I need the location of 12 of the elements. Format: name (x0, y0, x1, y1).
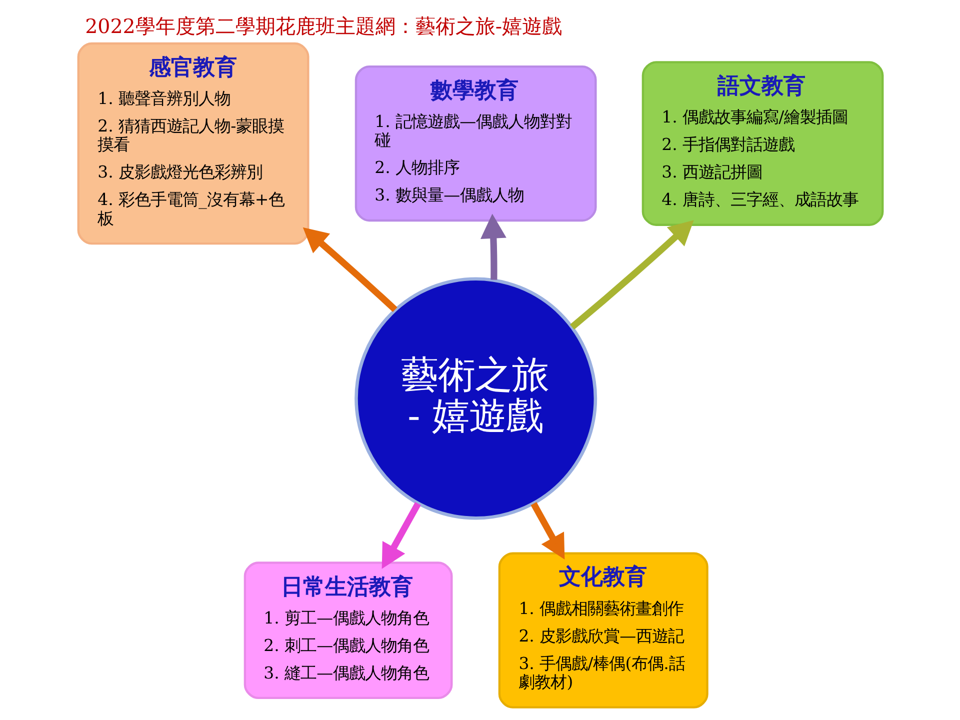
node-circle: 藝術之旅 - 嬉遊戲 (354, 277, 597, 520)
arrow (530, 502, 564, 560)
node-box: 文化教育 1. 偶戲相關藝術畫創作 2. 皮影戲欣賞—西遊記 3. 手偶戲/棒偶(布偶.話劇教材) (498, 552, 708, 708)
arrow (569, 220, 694, 330)
arrow (302, 227, 397, 312)
node-box: 數學教育 1. 記憶遊戲—偶戲人物對對碰 2. 人物排序 3. 數與量—偶戲人物 (354, 65, 596, 222)
arrow (480, 214, 506, 280)
node-box: 語文教育 1. 偶戲故事編寫/繪製插圖 2. 手指偶對話遊戲 3. 西遊記拼圖 4. 唐詩、三字經、成語故事 (641, 61, 884, 226)
diagram-title: 2022學年度第二學期花鹿班主題網：藝術之旅-嬉遊戲 (84, 14, 562, 38)
node-box: 感官教育 1. 聽聲音辨別人物 2. 猜猜西遊記人物-蒙眼摸摸看 3. 皮影戲燈光色彩辨別 4. 彩色手電筒_沒有幕+色板 (76, 42, 309, 245)
arrow (381, 502, 420, 569)
node-box: 日常生活教育 1. 剪工—偶戲人物角色 2. 刺工—偶戲人物角色 3. 縫工—偶戲人物角色 (243, 562, 452, 700)
